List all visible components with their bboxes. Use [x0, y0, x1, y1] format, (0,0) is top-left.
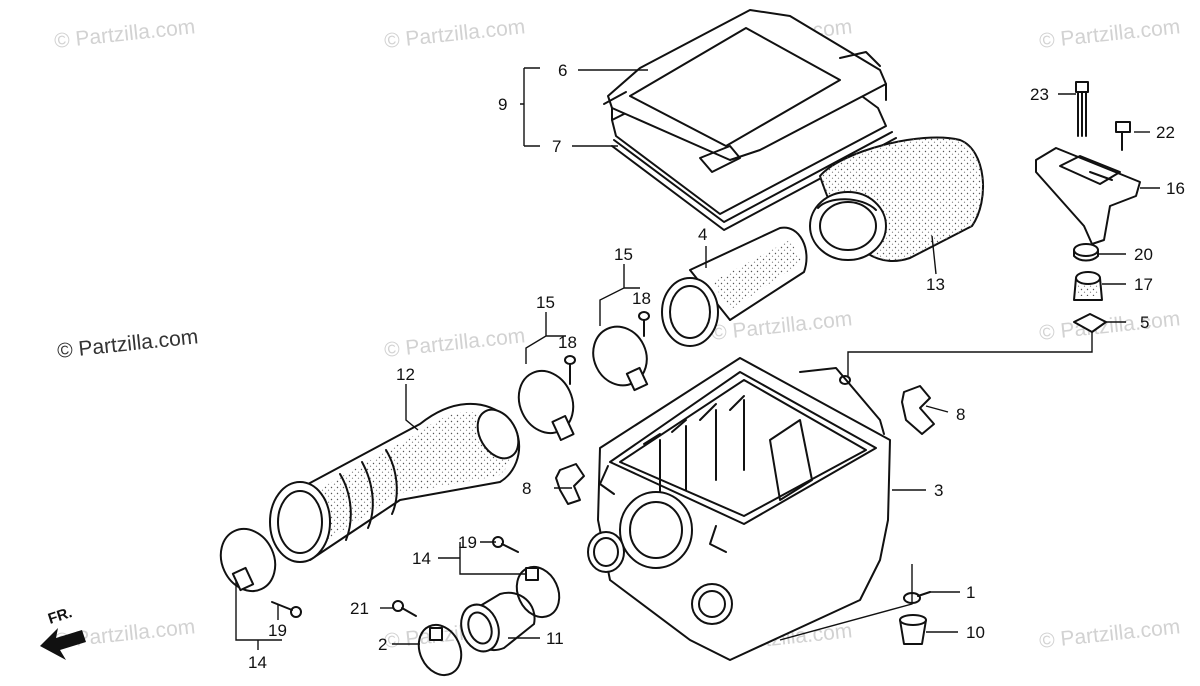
hose-clamp-2[interactable]	[411, 618, 469, 682]
screw-19b[interactable]	[271, 601, 302, 618]
washer-20[interactable]	[1073, 243, 1099, 262]
watermark-text: © Partzilla.com	[383, 324, 526, 362]
callout-7[interactable]: 7	[552, 137, 561, 156]
clip-8b[interactable]	[901, 385, 935, 435]
callout-numbers: 6 9 7 23 22 16 4 13 20 17 15 18 15 18 5 …	[248, 61, 1185, 672]
callout-11[interactable]: 11	[546, 629, 564, 648]
watermark-text: © Partzilla.com	[383, 15, 526, 53]
callout-16[interactable]: 16	[1166, 179, 1185, 198]
callout-3[interactable]: 3	[934, 481, 943, 500]
watermark-text: © Partzilla.com	[53, 15, 196, 53]
hose-clamp-14b[interactable]	[211, 520, 285, 600]
bolt-22[interactable]	[1115, 121, 1131, 151]
bolt-23[interactable]	[1075, 81, 1089, 137]
filter-screen[interactable]	[661, 226, 808, 347]
callout-18-upper[interactable]: 18	[632, 289, 651, 308]
callout-19-lower[interactable]: 19	[268, 621, 287, 640]
callout-6[interactable]: 6	[558, 61, 567, 80]
callout-22[interactable]: 22	[1156, 123, 1175, 142]
callout-14-upper[interactable]: 14	[412, 549, 431, 568]
callout-15-upper[interactable]: 15	[614, 245, 633, 264]
callout-15-lower[interactable]: 15	[536, 293, 555, 312]
callout-12[interactable]: 12	[396, 365, 415, 384]
leader-lines	[235, 67, 1160, 650]
grommet-17[interactable]	[1073, 271, 1103, 301]
watermark-text-prominent: © Partzilla.com	[56, 325, 199, 363]
air-cleaner-cover[interactable]	[603, 9, 887, 215]
front-direction-indicator: FR.	[40, 604, 86, 660]
callout-10[interactable]: 10	[966, 623, 985, 642]
screw-18b[interactable]	[638, 311, 650, 337]
arrow-icon	[40, 628, 86, 660]
air-filter-element[interactable]	[809, 136, 984, 262]
screw-18a[interactable]	[564, 355, 576, 385]
hose-clamp-14a[interactable]	[509, 560, 567, 624]
callout-5[interactable]: 5	[1140, 313, 1149, 332]
callout-20[interactable]: 20	[1134, 245, 1153, 264]
small-clip-1[interactable]	[903, 591, 931, 604]
watermark-text: © Partzilla.com	[1038, 615, 1181, 653]
callout-4[interactable]: 4	[698, 225, 707, 244]
screw-21[interactable]	[392, 600, 417, 617]
clip-8a[interactable]	[555, 463, 585, 505]
callout-8-right[interactable]: 8	[956, 405, 965, 424]
callout-2[interactable]: 2	[378, 635, 387, 654]
air-intake-tube[interactable]	[269, 402, 527, 563]
callout-13[interactable]: 13	[926, 275, 945, 294]
bracket-16[interactable]	[1035, 147, 1141, 245]
callout-23[interactable]: 23	[1030, 85, 1049, 104]
callout-18-lower[interactable]: 18	[558, 333, 577, 352]
callout-14-lower[interactable]: 14	[248, 653, 267, 672]
screw-19a[interactable]	[492, 536, 519, 553]
callout-8-left[interactable]: 8	[522, 479, 531, 498]
watermark-text: © Partzilla.com	[1038, 15, 1181, 53]
watermark-text: © Partzilla.com	[1038, 307, 1181, 345]
connecting-tube[interactable]	[455, 591, 536, 657]
callout-19-upper[interactable]: 19	[458, 533, 477, 552]
callout-9[interactable]: 9	[498, 95, 507, 114]
hose-clamp-15b[interactable]	[584, 318, 656, 394]
callout-1[interactable]: 1	[966, 583, 975, 602]
front-label: FR.	[46, 604, 74, 628]
callout-17[interactable]: 17	[1134, 275, 1153, 294]
air-cleaner-case[interactable]	[587, 357, 891, 661]
hose-clamp-15a[interactable]	[509, 362, 583, 442]
drain-cap-10[interactable]	[899, 614, 927, 645]
callout-21[interactable]: 21	[350, 599, 369, 618]
